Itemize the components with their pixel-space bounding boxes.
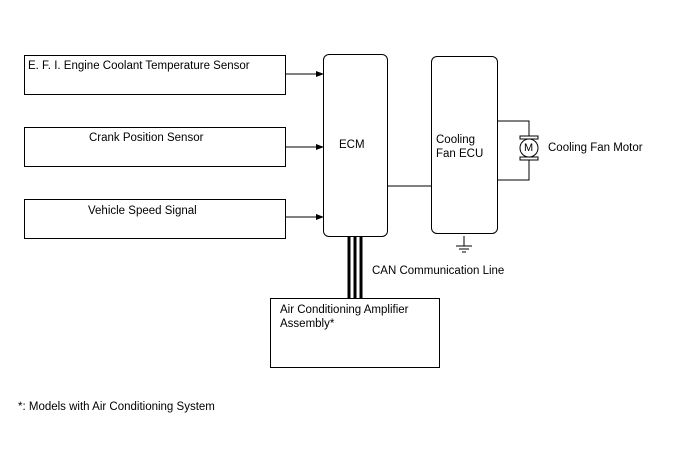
speed-signal-box	[24, 199, 286, 239]
speed-signal-label: Vehicle Speed Signal	[88, 205, 197, 217]
cooling-fan-ecu-box	[431, 56, 498, 234]
ground-icon	[456, 236, 472, 253]
footnote: *: Models with Air Conditioning System	[18, 401, 215, 413]
fan-ecu-to-motor-wiring	[497, 120, 530, 181]
ect-sensor-box	[24, 55, 286, 95]
ac-amplifier-label: Air Conditioning Amplifier Assembly*	[280, 304, 409, 330]
cooling-fan-ecu-label: Cooling Fan ECU	[436, 134, 484, 160]
ect-sensor-label: E. F. I. Engine Coolant Temperature Sens…	[28, 60, 250, 72]
ecm-box	[323, 54, 388, 237]
can-line-label: CAN Communication Line	[372, 265, 505, 277]
can-bus-lines	[347, 237, 363, 298]
ac-amplifier-box	[270, 298, 440, 368]
crank-to-ecm-arrow	[286, 144, 324, 150]
ect-to-ecm-arrow	[286, 71, 324, 77]
ecm-label: ECM	[339, 139, 365, 151]
speed-to-ecm-arrow	[286, 214, 324, 220]
motor-letter: M	[524, 142, 534, 154]
crank-sensor-label: Crank Position Sensor	[89, 132, 204, 144]
motor-symbol	[519, 135, 539, 161]
cooling-fan-motor-label: Cooling Fan Motor	[548, 142, 643, 154]
crank-sensor-box	[24, 127, 286, 167]
